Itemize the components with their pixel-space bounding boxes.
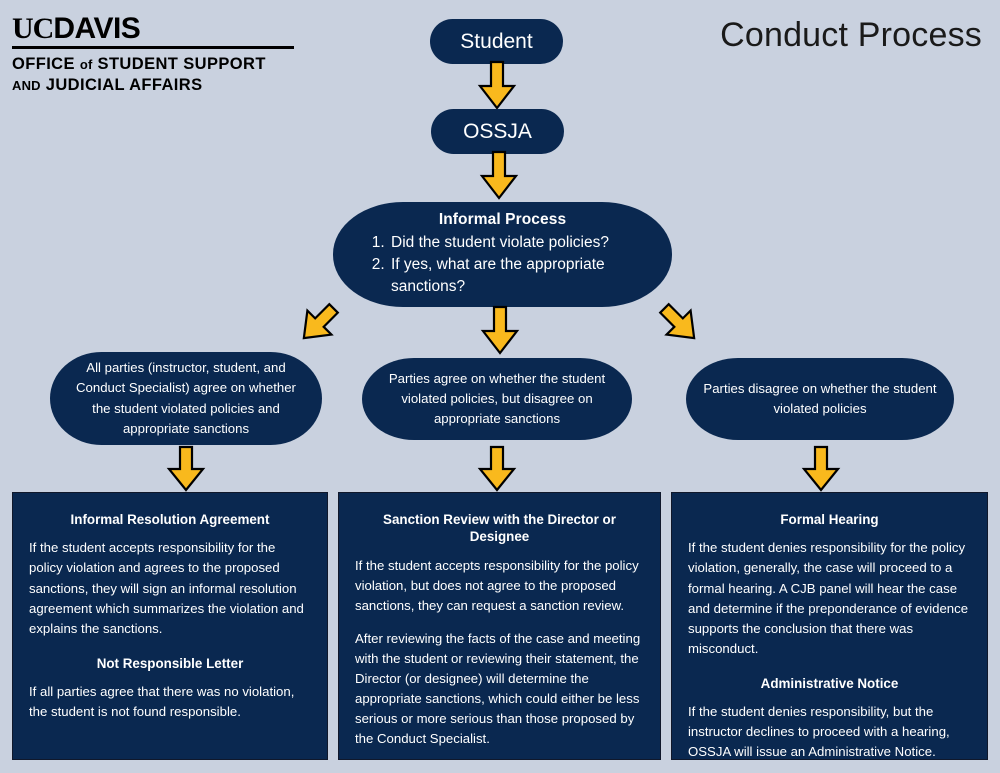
arrow-informal-to-branch-right [652, 300, 708, 348]
logo-line1-rest: STUDENT SUPPORT [97, 55, 266, 73]
node-branch-disagree-violation: Parties disagree on whether the student … [686, 358, 954, 440]
logo-line2-and: AND [12, 77, 41, 93]
arrow-branch-left-to-panel [166, 445, 206, 492]
informal-question-1: Did the student violate policies? [389, 232, 650, 254]
node-ossja: OSSJA [431, 109, 564, 154]
logo-davis-text: DAVIS [53, 12, 141, 45]
ucdavis-ossja-logo: UCDAVIS OFFICE of STUDENT SUPPORT AND JU… [12, 14, 312, 96]
logo-wordmark: UCDAVIS [12, 14, 312, 44]
node-branch-agree-violation-disagree-sanctions: Parties agree on whether the student vio… [362, 358, 632, 440]
arrow-student-to-ossja [477, 60, 517, 110]
panel-3-heading: Formal Hearing [780, 512, 879, 527]
arrow-informal-to-branch-left [290, 300, 346, 348]
panel-2-body: If the student accepts responsibility fo… [355, 557, 639, 613]
informal-process-question-list: Did the student violate policies? If yes… [355, 232, 650, 298]
arrow-branch-middle-to-panel [477, 445, 517, 492]
panel-formal-hearing: Formal Hearing If the student denies res… [671, 492, 988, 760]
branch-agree-violation-label: Parties agree on whether the student vio… [388, 370, 606, 427]
logo-line1-of: of [79, 57, 93, 72]
panel-3-body: If the student denies responsibility for… [688, 540, 969, 656]
panel-2-heading: Sanction Review with the Director or Des… [383, 512, 616, 545]
logo-line1-office: OFFICE [12, 55, 75, 73]
panel-sanction-review: Sanction Review with the Director or Des… [338, 492, 661, 760]
panel-3-heading-2: Administrative Notice [760, 675, 899, 691]
panel-1-heading: Informal Resolution Agreement [70, 512, 270, 527]
arrow-informal-to-branch-middle [480, 305, 520, 355]
panel-informal-resolution: Informal Resolution Agreement If the stu… [12, 492, 328, 760]
logo-divider [12, 46, 294, 49]
panel-1-heading-2: Not Responsible Letter [96, 655, 244, 671]
panel-2-body-2: After reviewing the facts of the case an… [355, 631, 641, 747]
logo-uc-text: UC [12, 12, 54, 45]
informal-process-title: Informal Process [438, 211, 567, 228]
informal-question-2: If yes, what are the appropriate sanctio… [389, 254, 650, 298]
page-title: Conduct Process [720, 16, 982, 54]
node-student-label: Student [460, 29, 533, 53]
arrow-branch-right-to-panel [801, 445, 841, 492]
branch-disagree-violation-label: Parties disagree on whether the student … [703, 380, 937, 416]
panel-1-body-2: If all parties agree that there was no v… [29, 684, 295, 720]
logo-subtitle: OFFICE of STUDENT SUPPORT AND JUDICIAL A… [12, 54, 312, 96]
node-student: Student [430, 19, 563, 64]
panel-1-body: If the student accepts responsibility fo… [29, 540, 304, 636]
branch-all-agree-label: All parties (instructor, student, and Co… [76, 360, 296, 436]
panel-3-body-2: If the student denies responsibility, bu… [688, 704, 950, 760]
node-branch-all-agree: All parties (instructor, student, and Co… [50, 352, 322, 445]
node-informal-process: Informal Process Did the student violate… [333, 202, 672, 307]
node-ossja-label: OSSJA [463, 119, 532, 143]
logo-line2-rest: JUDICIAL AFFAIRS [45, 75, 203, 94]
arrow-ossja-to-informal [479, 150, 519, 200]
